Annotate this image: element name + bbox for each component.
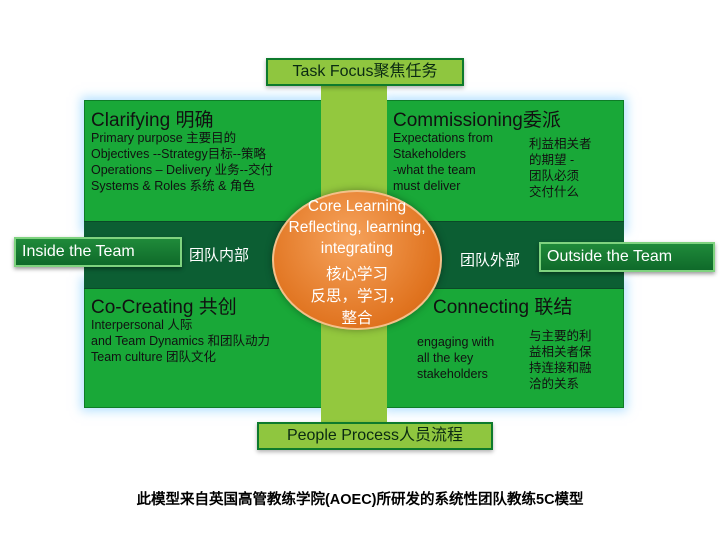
clarifying-line-1: Primary purpose 主要目的 — [91, 131, 237, 145]
people-process-label: People Process人员流程 — [257, 422, 493, 450]
connecting-en-1: engaging with — [417, 335, 495, 349]
cocreating-title: Co-Creating 共创 — [91, 297, 237, 318]
task-focus-label: Task Focus聚焦任务 — [266, 58, 464, 86]
commissioning-title: Commissioning委派 — [393, 110, 561, 131]
clarifying-title: Clarifying 明确 — [91, 110, 214, 131]
connecting-zh-4: 洽的关系 — [529, 377, 580, 391]
commissioning-en-2: Stakeholders — [393, 147, 466, 161]
inside-team-label: Inside the Team — [14, 237, 182, 267]
core-line-3: integrating — [320, 240, 394, 257]
clarifying-line-2: Objectives --Strategy目标--策略 — [91, 147, 267, 161]
commissioning-zh-2: 的期望 - — [529, 153, 575, 167]
connecting-en-3: stakeholders — [417, 367, 488, 381]
band-label-inside: 团队内部 — [189, 247, 250, 264]
connecting-title: Connecting 联结 — [433, 297, 573, 318]
connecting-en-2: all the key — [417, 351, 474, 365]
commissioning-en-3: -what the team — [393, 163, 476, 177]
band-label-outside: 团队外部 — [460, 252, 521, 269]
commissioning-zh-1: 利益相关者 — [529, 137, 592, 151]
quadrant-clarifying — [84, 100, 333, 230]
commissioning-zh-3: 团队必须 — [529, 169, 580, 183]
commissioning-en-1: Expectations from — [393, 131, 494, 145]
cocreating-line-1: Interpersonal 人际 — [91, 318, 193, 332]
cocreating-line-2: and Team Dynamics 和团队动力 — [91, 334, 270, 348]
connecting-zh-2: 益相关者保 — [529, 345, 592, 359]
commissioning-en-4: must deliver — [393, 179, 461, 193]
outside-team-label: Outside the Team — [539, 242, 715, 272]
core-line-4: 核心学习 — [325, 266, 388, 283]
quadrant-commissioning — [386, 100, 624, 230]
connecting-zh-3: 持连接和融 — [529, 361, 592, 375]
core-line-1: Core Learning — [307, 198, 407, 215]
commissioning-zh-4: 交付什么 — [529, 185, 580, 199]
quadrant-connecting — [386, 280, 624, 408]
core-line-2: Reflecting, learning, — [288, 219, 426, 236]
cocreating-line-3: Team culture 团队文化 — [91, 350, 217, 364]
core-learning-circle — [272, 190, 442, 330]
model-caption: 此模型来自英国高管教练学院(AOEC)所研发的系统性团队教练5C模型 — [136, 492, 584, 508]
core-line-6: 整合 — [341, 310, 373, 327]
clarifying-line-4: Systems & Roles 系统 & 角色 — [91, 179, 255, 193]
core-line-5: 反思，学习， — [310, 288, 404, 305]
clarifying-line-3: Operations – Delivery 业务--交付 — [91, 163, 273, 177]
connecting-zh-1: 与主要的利 — [529, 329, 592, 343]
